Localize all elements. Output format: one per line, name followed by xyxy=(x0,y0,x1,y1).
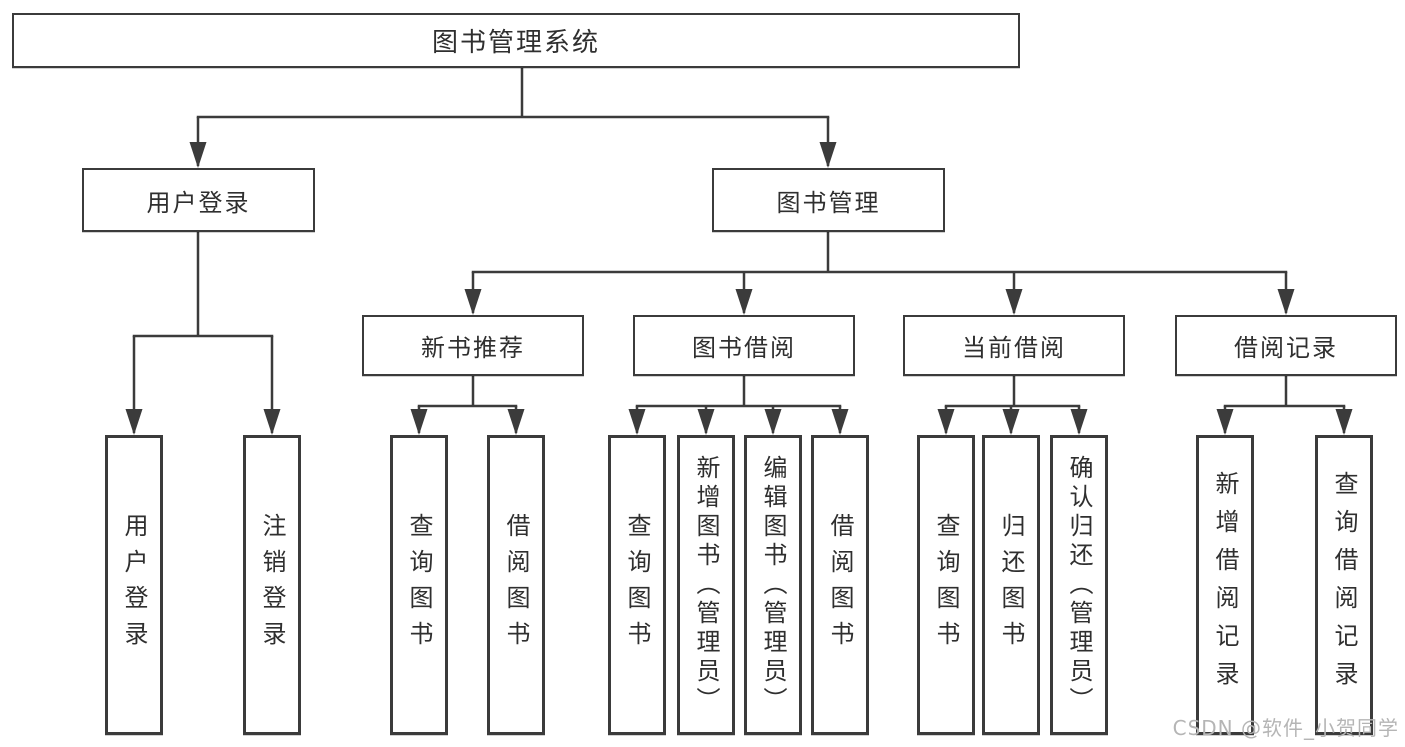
node-borrowing-records: 借阅记录 xyxy=(1175,315,1397,376)
node-user-login: 用户登录 xyxy=(82,168,315,232)
node-book-borrowing-label: 图书借阅 xyxy=(692,334,796,362)
leaf-query-books-borrow: 查询图书 xyxy=(608,435,666,735)
leaf-logout-label: 注销登录 xyxy=(258,513,286,657)
node-current-borrowing-label: 当前借阅 xyxy=(962,334,1066,362)
node-user-login-label: 用户登录 xyxy=(146,188,251,217)
leaf-add-book-admin-label: 新增图书（管理员） xyxy=(692,454,720,716)
leaf-confirm-return-admin-label: 确认归还（管理员） xyxy=(1065,454,1093,716)
leaf-query-books-current-label: 查询图书 xyxy=(932,513,960,657)
leaf-query-books-recommend-label: 查询图书 xyxy=(405,513,433,657)
node-current-borrowing: 当前借阅 xyxy=(903,315,1125,376)
node-root: 图书管理系统 xyxy=(12,13,1020,68)
node-root-label: 图书管理系统 xyxy=(431,28,600,58)
leaf-edit-book-admin: 编辑图书（管理员） xyxy=(744,435,802,735)
node-borrowing-records-label: 借阅记录 xyxy=(1234,334,1338,362)
node-book-management: 图书管理 xyxy=(712,168,945,232)
leaf-borrow-books-recommend: 借阅图书 xyxy=(487,435,545,735)
node-new-book-recommend-label: 新书推荐 xyxy=(421,334,525,362)
leaf-query-borrow-record-label: 查询借阅记录 xyxy=(1330,471,1358,699)
node-book-management-label: 图书管理 xyxy=(776,188,881,217)
node-book-borrowing: 图书借阅 xyxy=(633,315,855,376)
leaf-return-book-label: 归还图书 xyxy=(997,513,1025,657)
leaf-query-borrow-record: 查询借阅记录 xyxy=(1315,435,1373,735)
leaf-return-book: 归还图书 xyxy=(982,435,1040,735)
leaf-user-login: 用户登录 xyxy=(105,435,163,735)
leaf-query-books-borrow-label: 查询图书 xyxy=(623,513,651,657)
node-new-book-recommend: 新书推荐 xyxy=(362,315,584,376)
leaf-user-login-label: 用户登录 xyxy=(120,513,148,657)
leaf-edit-book-admin-label: 编辑图书（管理员） xyxy=(759,454,787,716)
leaf-query-books-current: 查询图书 xyxy=(917,435,975,735)
leaf-query-books-recommend: 查询图书 xyxy=(390,435,448,735)
leaf-borrow-books-label: 借阅图书 xyxy=(826,513,854,657)
leaf-add-book-admin: 新增图书（管理员） xyxy=(677,435,735,735)
leaf-confirm-return-admin: 确认归还（管理员） xyxy=(1050,435,1108,735)
watermark: CSDN @软件_小贺同学 xyxy=(1172,716,1399,740)
leaf-borrow-books-recommend-label: 借阅图书 xyxy=(502,513,530,657)
leaf-add-borrow-record: 新增借阅记录 xyxy=(1196,435,1254,735)
leaf-borrow-books: 借阅图书 xyxy=(811,435,869,735)
leaf-add-borrow-record-label: 新增借阅记录 xyxy=(1211,471,1239,699)
leaf-logout: 注销登录 xyxy=(243,435,301,735)
tree-connectors xyxy=(125,68,1353,435)
